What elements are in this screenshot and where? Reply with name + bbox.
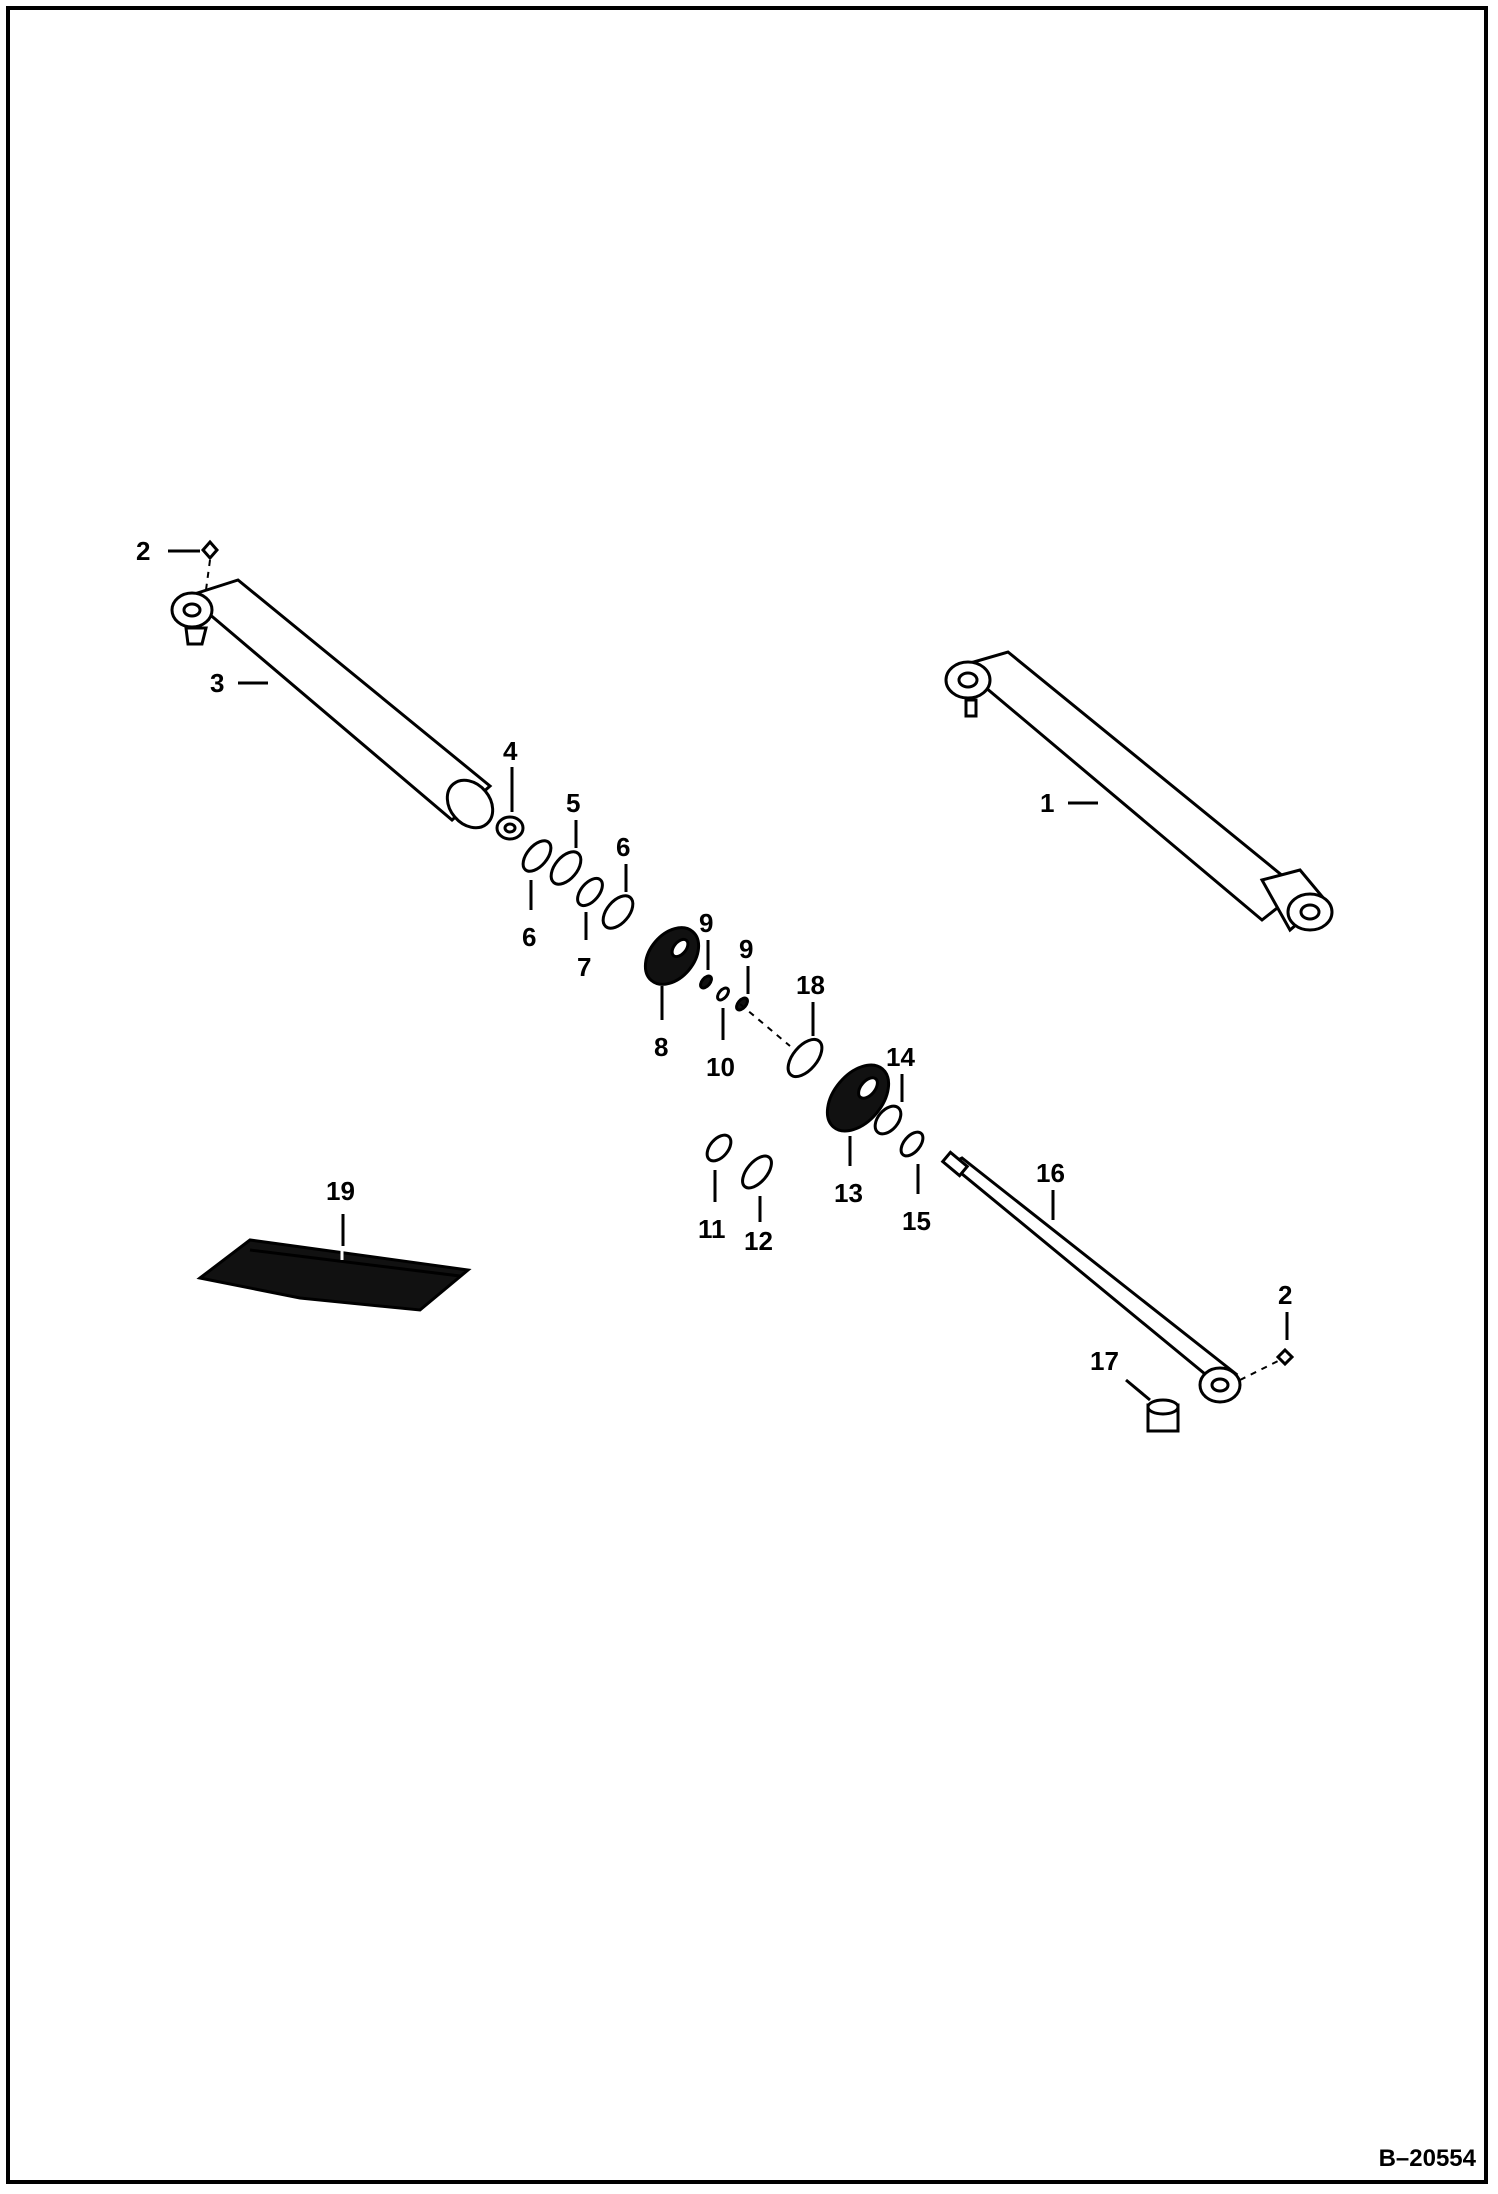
part-19-seal-kit [196,1238,472,1312]
callout-6-right: 6 [616,832,630,862]
callout-17: 17 [1090,1346,1119,1376]
part-4-nut [495,815,525,841]
callout-9-left: 9 [699,908,713,938]
figure-reference-code: B–20554 [1379,2145,1477,2172]
callout-7: 7 [577,952,591,982]
callout-12: 12 [744,1226,773,1256]
leader-17 [1125,1378,1151,1402]
part-9-ring-a [699,974,713,990]
callout-10: 10 [706,1052,735,1082]
part-5-seal [549,850,583,886]
alignment-line-fitting [205,559,211,591]
callout-9-right: 9 [739,934,753,964]
part-2-grease-fitting-bottom [1275,1347,1295,1367]
callout-6-left: 6 [522,922,536,952]
alignment-line-pin [1239,1359,1281,1381]
callout-3: 3 [210,668,224,698]
callout-19: 19 [326,1176,355,1206]
part-15-wiper [899,1130,925,1158]
page-border [6,6,1488,2184]
part-3-barrel [170,578,495,830]
part-9-ring-b [735,996,749,1012]
part-8-piston [643,926,701,986]
callout-13: 13 [834,1178,863,1208]
part-1-cylinder-assembly [944,650,1334,933]
part-16-rod [940,1150,1242,1404]
part-6-ring-b [601,894,635,930]
part-6-ring-a [521,839,553,873]
callout-2-top: 2 [136,536,150,566]
callout-2-bottom: 2 [1278,1280,1292,1310]
callout-5: 5 [566,788,580,818]
callout-11: 11 [698,1214,726,1244]
callout-14: 14 [886,1042,915,1072]
part-12-backup-ring [741,1154,773,1190]
part-11-o-ring [705,1133,733,1163]
part-10-ring [716,986,730,1002]
part-7-o-ring [576,876,604,908]
part-18-backup-ring [786,1037,824,1079]
part-13-cylinder-head [825,1063,891,1133]
callout-4: 4 [503,736,518,766]
callout-16: 16 [1036,1158,1065,1188]
alignment-line-main [739,1003,791,1047]
part-17-bushing [1146,1398,1180,1433]
part-14-seal [873,1104,903,1136]
callout-15: 15 [902,1206,931,1236]
callout-8: 8 [654,1032,668,1062]
part-2-grease-fitting-top [201,539,219,561]
callout-18: 18 [796,970,825,1000]
callout-1: 1 [1040,788,1054,818]
